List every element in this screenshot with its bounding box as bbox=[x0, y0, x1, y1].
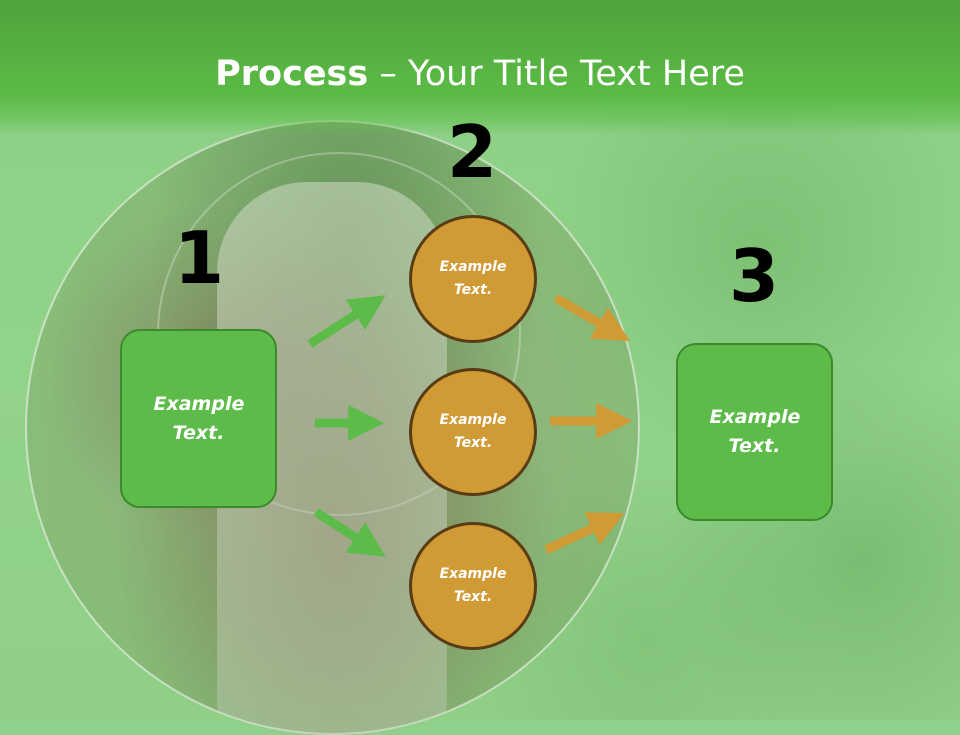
step-3-label-line1: Example bbox=[709, 406, 801, 428]
step-2-circle-middle: Example Text. bbox=[409, 368, 537, 496]
arrow-orange-down bbox=[553, 294, 630, 342]
step-3-label-line2: Text. bbox=[728, 435, 781, 457]
step-2-circle-top: Example Text. bbox=[409, 215, 537, 343]
slide-title: Process – Your Title Text Here bbox=[0, 52, 960, 96]
arrow-green-up bbox=[307, 295, 386, 348]
circle-top-label-line1: Example bbox=[439, 259, 507, 275]
title-rest: Your Title Text Here bbox=[407, 54, 745, 94]
title-bold: Process bbox=[215, 54, 369, 94]
step-3-label: Example Text. bbox=[709, 403, 801, 461]
circle-top-label-line2: Text. bbox=[453, 282, 493, 298]
arrows-layer bbox=[307, 294, 633, 557]
step-1-label-line2: Text. bbox=[172, 421, 225, 444]
step-1-label: Example Text. bbox=[153, 390, 245, 448]
circle-top-label: Example Text. bbox=[428, 256, 518, 302]
step-1-label-line1: Example bbox=[153, 392, 245, 415]
arrow-orange-up bbox=[544, 512, 625, 555]
circle-middle-label-line2: Text. bbox=[453, 435, 493, 451]
step-number-2: 2 bbox=[446, 110, 498, 194]
title-separator: – bbox=[368, 54, 408, 94]
circle-bottom-label-line1: Example bbox=[439, 566, 507, 582]
step-1-box: Example Text. bbox=[120, 329, 277, 508]
step-3-box: Example Text. bbox=[676, 343, 833, 521]
header-band bbox=[0, 0, 960, 135]
step-2-circle-bottom: Example Text. bbox=[409, 522, 537, 650]
step-number-3: 3 bbox=[728, 234, 780, 318]
circle-middle-label: Example Text. bbox=[428, 409, 518, 455]
arrow-green-down bbox=[313, 508, 386, 557]
step-number-1: 1 bbox=[173, 216, 225, 300]
circle-middle-label-line1: Example bbox=[439, 412, 507, 428]
circle-bottom-label-line2: Text. bbox=[453, 589, 493, 605]
circle-bottom-label: Example Text. bbox=[428, 563, 518, 609]
